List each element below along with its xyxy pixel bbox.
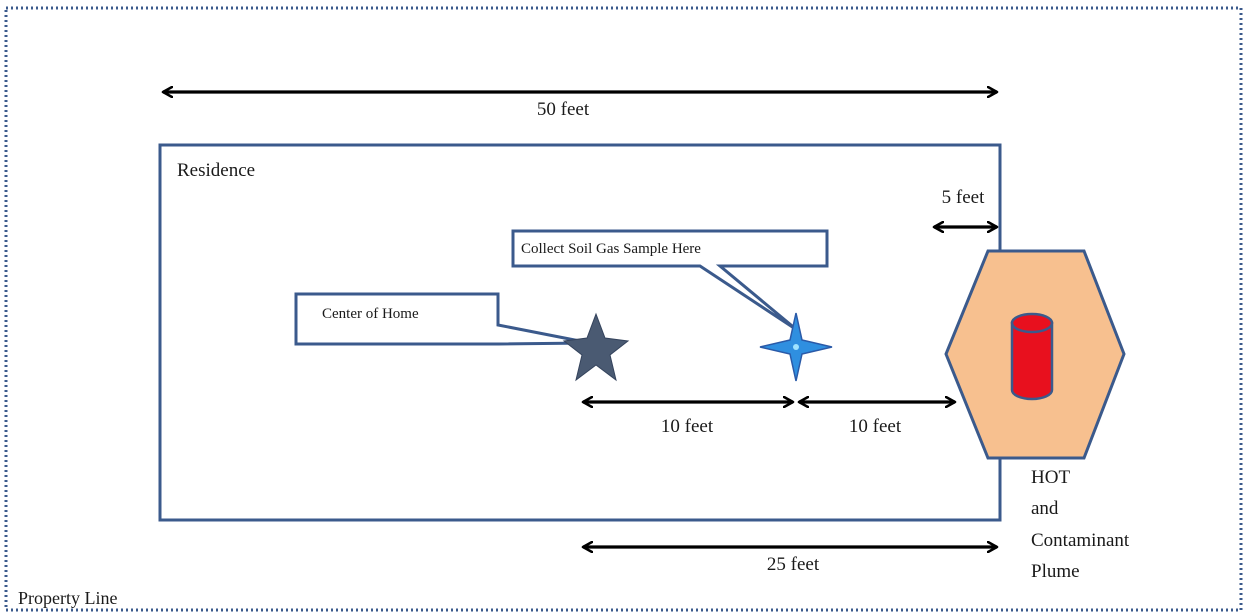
center-of-home-star-icon: [562, 312, 630, 382]
heating-oil-tank-icon: [1010, 312, 1054, 401]
residence-outline: [158, 143, 1002, 522]
residence-label: Residence: [177, 160, 255, 181]
hot-label-line-3: Contaminant: [1031, 530, 1130, 551]
property-line-label: Property Line: [18, 588, 117, 608]
soil-gas-callout-box: [511, 229, 829, 332]
dimension-label-center-to-sample: 10 feet: [661, 416, 714, 437]
dimension-label-5-feet: 5 feet: [942, 187, 985, 208]
property-line-border: [4, 6, 1243, 612]
hot-label-line-1: HOT: [1031, 467, 1070, 488]
center-of-home-callout-text: Center of Home: [322, 306, 419, 322]
hot-label-line-2: and: [1031, 498, 1059, 519]
soil-gas-callout-text: Collect Soil Gas Sample Here: [521, 241, 701, 257]
dimension-label-25-feet: 25 feet: [767, 554, 820, 575]
dimension-label-50-feet: 50 feet: [537, 99, 590, 120]
hot-label-line-4: Plume: [1031, 561, 1080, 582]
dimension-label-sample-to-hot: 10 feet: [849, 416, 902, 437]
